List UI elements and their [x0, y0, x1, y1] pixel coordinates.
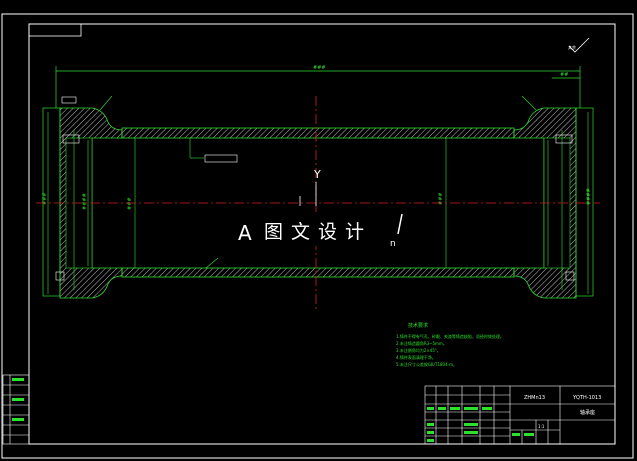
svg-text:1:1: 1:1	[538, 424, 545, 429]
svg-text:###: ###	[42, 192, 48, 205]
tube-bottom-wall	[121, 267, 515, 278]
svg-text:图文设计: 图文设计	[264, 221, 372, 243]
overall-dimension: ### ##	[55, 65, 581, 108]
svg-text:A: A	[238, 221, 252, 245]
surface-leader	[189, 138, 238, 163]
title-block: YQTH-1013 轴承座 ZHMn13 1:1	[424, 385, 616, 445]
svg-text:4.铸件表面清理干净。: 4.铸件表面清理干净。	[396, 354, 436, 360]
svg-text:1.铸件不得有气孔、砂眼、夹渣等铸造缺陷，须经时效处理。: 1.铸件不得有气孔、砂眼、夹渣等铸造缺陷，须经时效处理。	[396, 333, 504, 339]
svg-text:YQTH-1013: YQTH-1013	[572, 395, 601, 401]
svg-text:轴承座: 轴承座	[580, 409, 595, 416]
svg-text:##: ##	[560, 72, 568, 78]
svg-text:####: ####	[82, 193, 88, 210]
svg-text:其余: 其余	[568, 44, 576, 50]
svg-text:Y: Y	[313, 168, 321, 181]
svg-text:###: ###	[438, 192, 444, 205]
watermark: 图文设计 A n	[238, 212, 403, 249]
corner-label-box	[28, 23, 82, 37]
svg-text:n: n	[390, 239, 396, 249]
chamfer-leaders	[99, 95, 537, 269]
svg-text:5.未注尺寸公差按GB/T1804-m。: 5.未注尺寸公差按GB/T1804-m。	[396, 361, 457, 367]
roughness-symbol: 其余	[568, 37, 590, 53]
svg-text:###: ###	[313, 65, 326, 71]
svg-text:ZHMn13: ZHMn13	[524, 395, 545, 401]
inner-frame	[28, 23, 616, 445]
y-axis-symbol: Y	[299, 168, 321, 206]
svg-text:技术要求: 技术要求	[408, 322, 428, 329]
svg-text:2.未注铸造圆角R3~5mm。: 2.未注铸造圆角R3~5mm。	[396, 340, 447, 346]
svg-text:3.未注倒角均为2×45°。: 3.未注倒角均为2×45°。	[396, 347, 441, 353]
outer-frame	[1, 13, 634, 459]
technical-notes: 技术要求 1.铸件不得有气孔、砂眼、夹渣等铸造缺陷，须经时效处理。 2.未注铸造…	[396, 322, 504, 367]
svg-text:###: ###	[127, 197, 133, 210]
left-revision-table	[2, 374, 30, 445]
svg-text:####: ####	[586, 188, 592, 205]
tube-top-wall	[121, 127, 515, 139]
